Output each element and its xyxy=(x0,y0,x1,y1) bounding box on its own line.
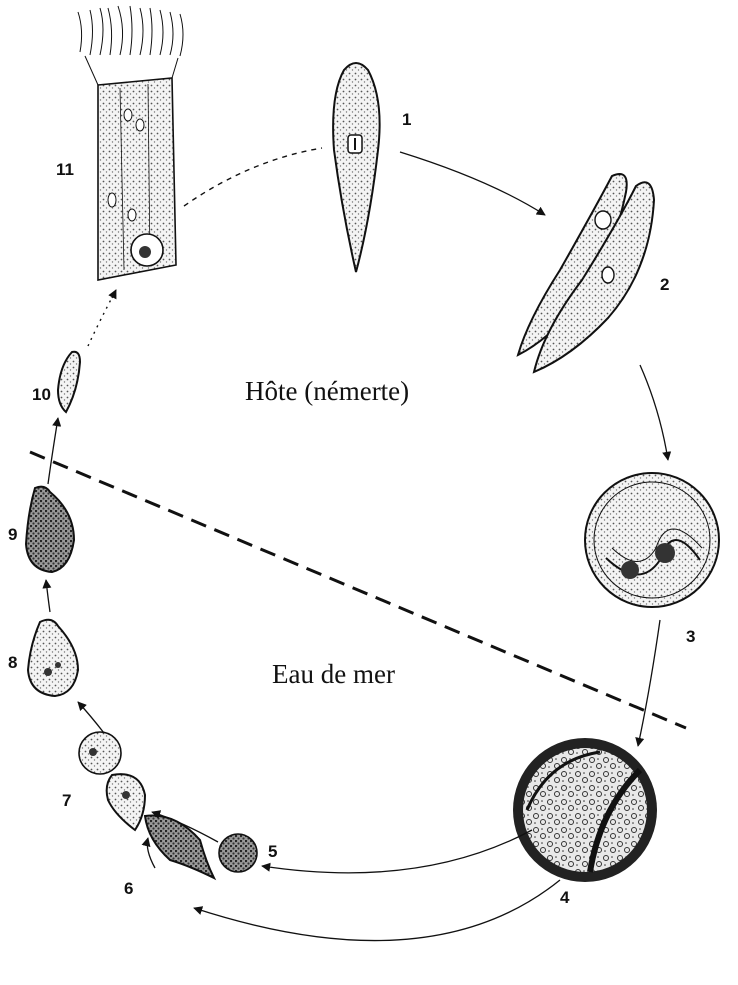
arrow-11-to-1 xyxy=(184,148,322,206)
stage-6-cell xyxy=(145,816,214,879)
stage-7-number: 7 xyxy=(62,791,71,810)
stage-2-number: 2 xyxy=(660,275,669,294)
stage-5-cell xyxy=(219,834,257,872)
stage-7-cells xyxy=(79,732,145,830)
stage-3-number: 3 xyxy=(686,627,695,646)
host-region-label: Hôte (némerte) xyxy=(245,376,409,406)
stage-5-number: 5 xyxy=(268,842,277,861)
stage-8-number: 8 xyxy=(8,653,17,672)
stage-8-cell xyxy=(28,620,78,696)
stage-6-number: 6 xyxy=(124,879,133,898)
arrow-1-to-2 xyxy=(400,152,545,215)
stage-9-cell xyxy=(26,487,74,572)
arrow-4-to-5 xyxy=(262,830,532,873)
stage-4-cyst xyxy=(513,738,657,882)
arrow-4-to-6 xyxy=(194,880,560,941)
stage-10-number: 10 xyxy=(32,385,51,404)
stage-1-organism xyxy=(333,63,380,272)
stage-11-epithelium xyxy=(78,6,183,280)
arrow-7-to-8 xyxy=(78,702,104,733)
stage-4-number: 4 xyxy=(560,888,570,907)
arrow-9-to-10 xyxy=(48,418,58,484)
stage-10-cell xyxy=(58,352,80,412)
stage-11-number: 11 xyxy=(56,160,74,179)
stage-9-number: 9 xyxy=(8,525,17,544)
arrow-10-to-11-head xyxy=(112,290,116,298)
arrow-8-to-9 xyxy=(46,580,50,612)
stage-1-number: 1 xyxy=(402,110,411,129)
arrow-10-to-11 xyxy=(88,290,116,346)
arrow-2-to-3 xyxy=(640,365,668,460)
arrow-3-to-4 xyxy=(638,620,660,746)
stage-2-organism xyxy=(518,174,654,372)
sea-region-label: Eau de mer xyxy=(272,659,395,689)
stage-3-cyst xyxy=(585,473,719,607)
